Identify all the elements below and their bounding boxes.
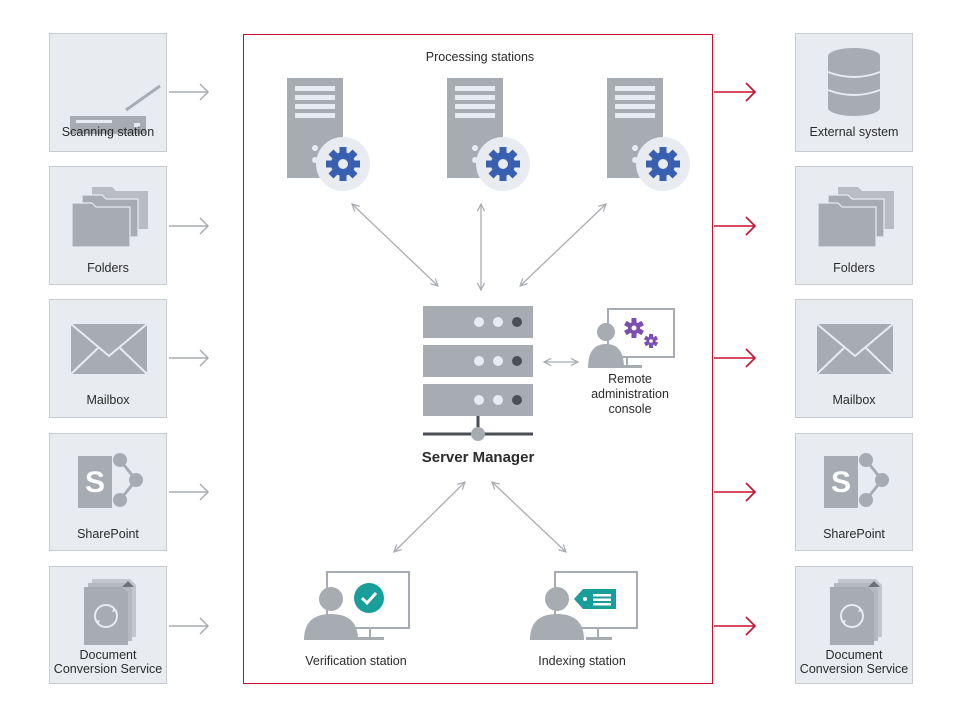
folders-icon [71, 187, 148, 248]
input-label-line1: Document [79, 648, 137, 662]
input-arrow [169, 617, 210, 635]
output-arrow [714, 482, 757, 502]
check-icon [354, 583, 384, 613]
bidirectional-arrow [394, 482, 465, 552]
output-label-line2: Conversion Service [799, 662, 909, 676]
output-arrow [714, 216, 757, 236]
output-arrow [714, 348, 757, 368]
output-label: Mailbox [832, 393, 876, 407]
verification-station-label: Verification station [305, 654, 407, 668]
scanner-icon [70, 84, 161, 134]
input-label: Mailbox [86, 393, 130, 407]
remote-console-line3: console [608, 402, 652, 416]
output-tile-external-system: External system [795, 33, 913, 152]
server-tower-icon [287, 78, 343, 178]
input-tile-scanning: Scanning station [49, 33, 167, 152]
gear-icon [316, 137, 370, 191]
input-label-line2: Conversion Service [53, 662, 163, 676]
processing-stations-label: Processing stations [425, 50, 535, 64]
input-label: SharePoint [77, 527, 139, 541]
output-tile-mailbox: Mailbox [795, 299, 913, 418]
envelope-icon [816, 323, 894, 375]
output-arrow [714, 82, 757, 102]
input-label: Scanning station [61, 125, 155, 139]
output-label-line1: Document [825, 648, 883, 662]
admin-console-icon [588, 308, 675, 368]
server-rack-icon [423, 306, 533, 441]
output-label: Folders [833, 261, 875, 275]
bidirectional-arrow [520, 204, 606, 286]
svg-text:S: S [85, 466, 105, 499]
document-conversion-icon [84, 577, 136, 645]
input-arrow [169, 217, 210, 235]
bidirectional-arrow [492, 482, 566, 552]
folders-icon [817, 187, 894, 248]
output-arrow [714, 616, 757, 636]
output-arrows [714, 82, 757, 636]
output-label: SharePoint [823, 527, 885, 541]
input-arrow [169, 349, 210, 367]
output-label: External system [809, 125, 899, 139]
remote-console-label: Remote administration console [580, 372, 680, 417]
input-tile-mailbox: Mailbox [49, 299, 167, 418]
indexing-station-label: Indexing station [538, 654, 626, 668]
input-tile-sharepoint: S SharePoint [49, 433, 167, 551]
input-arrows [169, 83, 210, 635]
input-tile-document-conversion: Document Conversion Service [49, 566, 167, 684]
input-arrow [169, 83, 210, 101]
input-arrow [169, 483, 210, 501]
database-icon [827, 48, 881, 116]
bidirectional-arrow [352, 204, 438, 286]
input-label: Folders [87, 261, 129, 275]
indexing-station-icon [530, 571, 638, 640]
processing-frame [243, 34, 713, 684]
svg-text:S: S [831, 466, 851, 499]
gear-icon [476, 137, 530, 191]
gear-icon [636, 137, 690, 191]
output-tile-sharepoint: S SharePoint [795, 433, 913, 551]
envelope-icon [70, 323, 148, 375]
remote-console-line2: administration [591, 387, 669, 401]
output-tile-document-conversion: Document Conversion Service [795, 566, 913, 684]
verification-station-icon [304, 571, 410, 640]
sharepoint-icon: S [78, 453, 143, 508]
sharepoint-icon: S [824, 453, 889, 508]
output-tile-folders: Folders [795, 166, 913, 285]
server-manager-label: Server Manager [421, 449, 535, 466]
remote-console-line1: Remote [608, 372, 652, 386]
input-tile-folders: Folders [49, 166, 167, 285]
document-conversion-icon [830, 577, 882, 645]
